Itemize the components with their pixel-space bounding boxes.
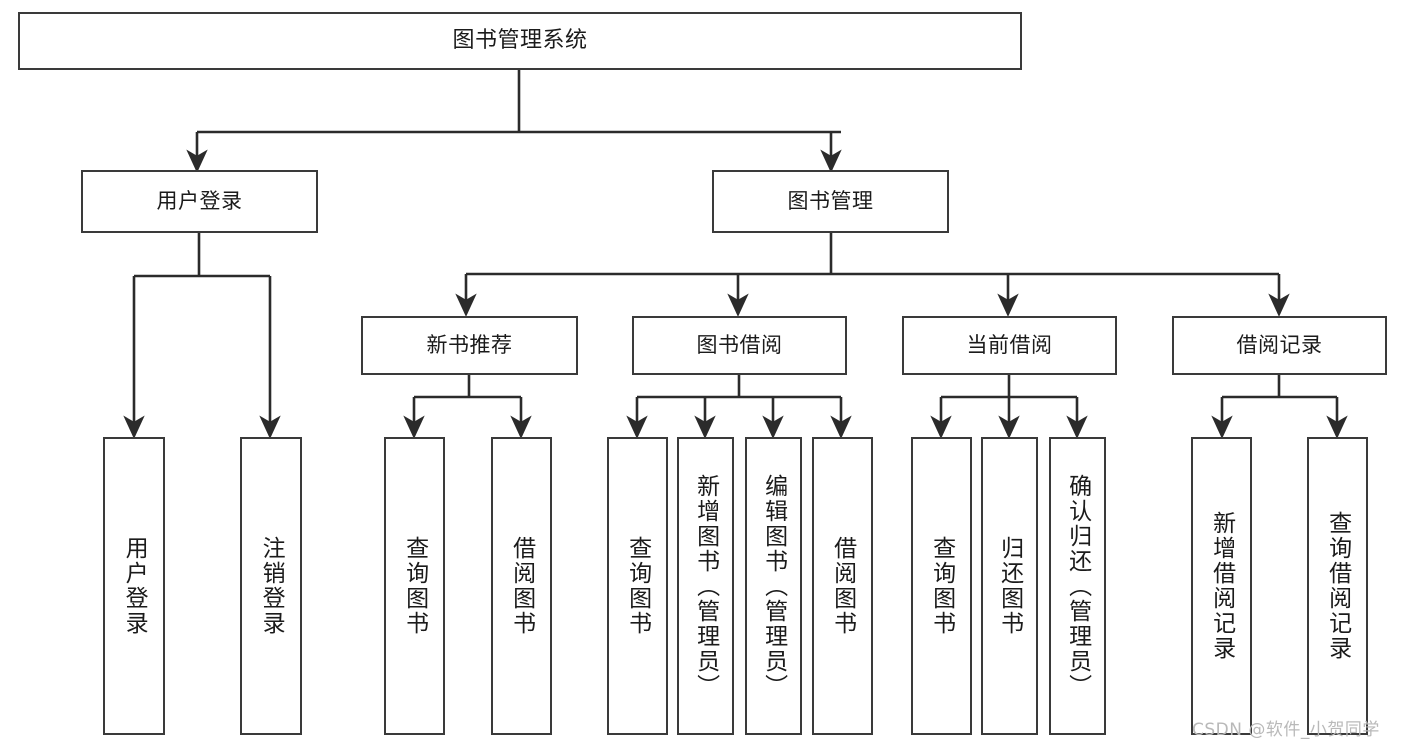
node-label: 图书管理 bbox=[787, 189, 874, 214]
node-borrow-record[interactable]: 借阅记录 bbox=[1172, 316, 1387, 375]
node-label: 当前借阅 bbox=[966, 333, 1053, 358]
node-book-borrow[interactable]: 图书借阅 bbox=[632, 316, 847, 375]
node-leaf-edit-book[interactable]: 编辑图书（管理员） bbox=[745, 437, 802, 735]
node-label: 查询图书 bbox=[624, 536, 651, 636]
node-label: 图书管理系统 bbox=[452, 28, 588, 54]
node-leaf-add-book[interactable]: 新增图书（管理员） bbox=[677, 437, 734, 735]
node-label: 用户登录 bbox=[121, 536, 148, 636]
node-user-login[interactable]: 用户登录 bbox=[81, 170, 318, 233]
node-leaf-confirm-return[interactable]: 确认归还（管理员） bbox=[1049, 437, 1106, 735]
node-book-management-system[interactable]: 图书管理系统 bbox=[18, 12, 1022, 70]
node-leaf-borrow-book-1[interactable]: 借阅图书 bbox=[491, 437, 552, 735]
node-leaf-add-record[interactable]: 新增借阅记录 bbox=[1191, 437, 1252, 735]
node-book-management[interactable]: 图书管理 bbox=[712, 170, 949, 233]
node-label: 图书借阅 bbox=[696, 333, 783, 358]
node-label: 编辑图书（管理员） bbox=[760, 473, 787, 699]
node-leaf-query-book-1[interactable]: 查询图书 bbox=[384, 437, 445, 735]
node-label: 用户登录 bbox=[156, 189, 243, 214]
node-new-book-recommend[interactable]: 新书推荐 bbox=[361, 316, 578, 375]
node-current-borrow[interactable]: 当前借阅 bbox=[902, 316, 1117, 375]
node-label: 查询图书 bbox=[928, 536, 955, 636]
node-label: 查询图书 bbox=[401, 536, 428, 636]
node-leaf-return-book[interactable]: 归还图书 bbox=[981, 437, 1038, 735]
node-label: 新书推荐 bbox=[426, 333, 513, 358]
node-label: 借阅图书 bbox=[508, 536, 535, 636]
node-leaf-query-book-2[interactable]: 查询图书 bbox=[607, 437, 668, 735]
node-label: 注销登录 bbox=[258, 536, 285, 636]
node-leaf-query-record[interactable]: 查询借阅记录 bbox=[1307, 437, 1368, 735]
node-leaf-borrow-book-2[interactable]: 借阅图书 bbox=[812, 437, 873, 735]
node-label: 借阅记录 bbox=[1236, 333, 1323, 358]
node-leaf-user-login[interactable]: 用户登录 bbox=[103, 437, 165, 735]
node-leaf-query-book-3[interactable]: 查询图书 bbox=[911, 437, 972, 735]
node-label: 新增借阅记录 bbox=[1208, 511, 1235, 661]
node-leaf-user-logout[interactable]: 注销登录 bbox=[240, 437, 302, 735]
node-label: 查询借阅记录 bbox=[1324, 511, 1351, 661]
node-label: 确认归还（管理员） bbox=[1064, 473, 1091, 699]
csdn-watermark: CSDN @软件_小贺同学 bbox=[1192, 720, 1380, 740]
node-label: 借阅图书 bbox=[829, 536, 856, 636]
node-label: 归还图书 bbox=[996, 536, 1023, 636]
node-label: 新增图书（管理员） bbox=[692, 473, 719, 699]
